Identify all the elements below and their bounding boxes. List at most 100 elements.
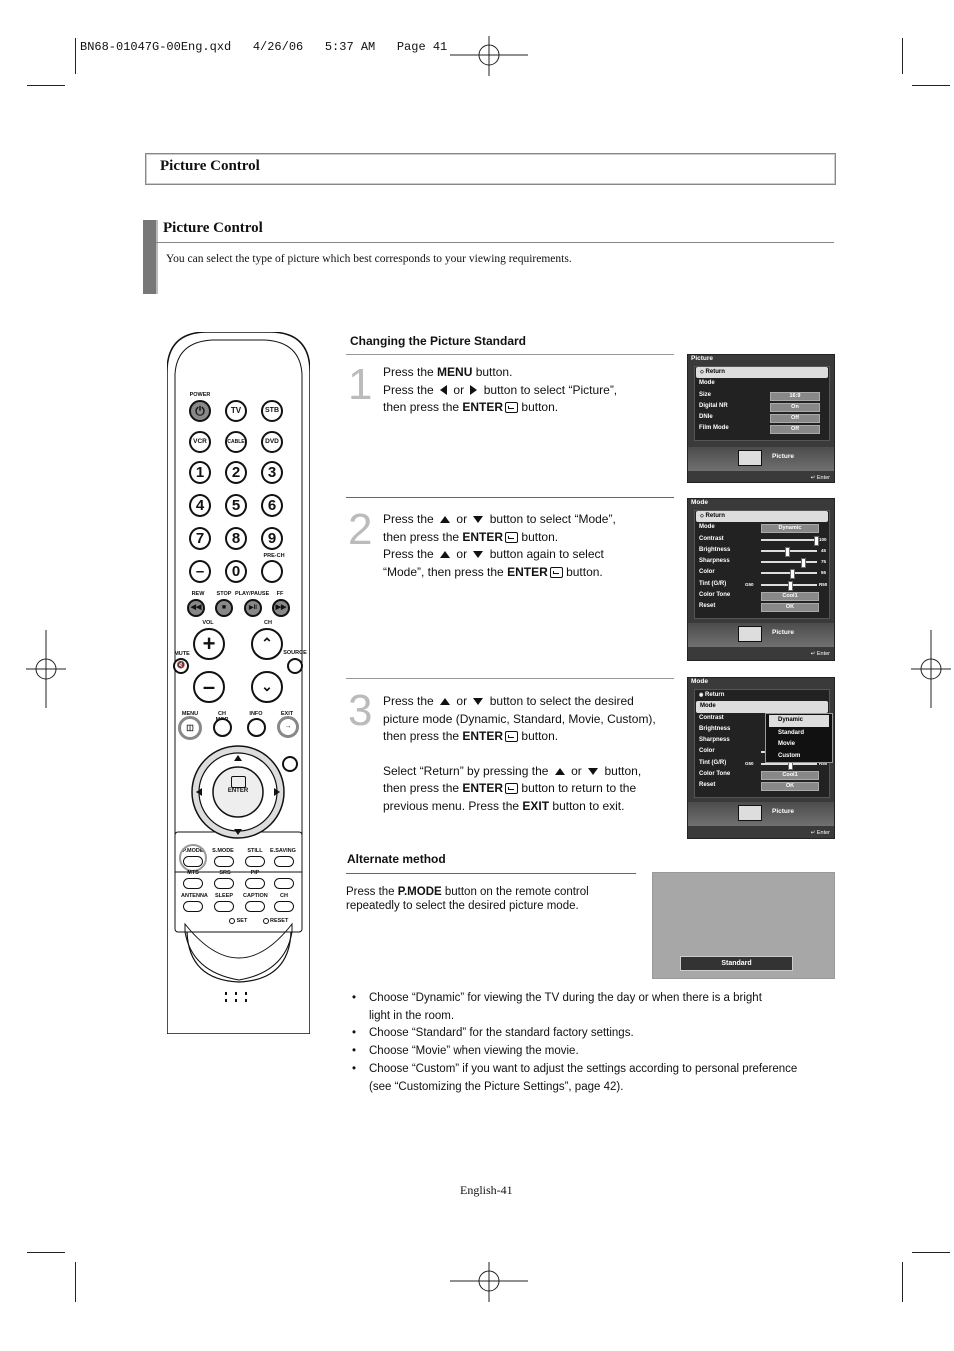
set-button[interactable]: [229, 918, 235, 924]
mode-options-popup: Dynamic Standard Movie Custom: [765, 713, 833, 763]
option-custom: Custom: [778, 752, 801, 759]
reset-button[interactable]: [263, 918, 269, 924]
osd-title: Picture: [691, 355, 714, 362]
osd-row-mode: Mode: [699, 380, 715, 387]
standard-mode-banner: Standard: [680, 956, 793, 971]
source-button[interactable]: [287, 658, 303, 674]
page-number: English-41: [460, 1183, 513, 1197]
menu-button[interactable]: ◫: [178, 716, 202, 740]
crop-mark: [27, 1252, 65, 1253]
list-item-continuation: light in the room.: [369, 1009, 455, 1022]
volume-down-button[interactable]: –: [193, 671, 225, 703]
step-number: 3: [348, 686, 373, 735]
enter-icon: [505, 402, 519, 414]
print-header: BN68-01047G-00Eng.qxd 4/26/06 5:37 AM Pa…: [80, 40, 448, 54]
tv-button[interactable]: TV: [225, 400, 247, 422]
digit-1-button[interactable]: 1: [189, 461, 211, 484]
power-button[interactable]: ⏻: [189, 400, 211, 422]
exit-button[interactable]: →: [277, 716, 299, 738]
mts-button[interactable]: [183, 878, 203, 889]
list-item: Choose “Dynamic” for viewing the TV duri…: [352, 990, 797, 1008]
still-button[interactable]: [245, 856, 265, 867]
volume-up-button[interactable]: +: [193, 628, 225, 660]
pip-button[interactable]: [245, 878, 265, 889]
enter-icon: [505, 531, 519, 543]
enter-icon: [230, 776, 246, 788]
pip-ch-down-button[interactable]: [274, 901, 294, 912]
pre-ch-button[interactable]: [261, 560, 283, 583]
list-item: Choose “Movie” when viewing the movie.: [352, 1043, 797, 1061]
down-arrow-icon: [473, 516, 484, 524]
digit-8-button[interactable]: 8: [225, 527, 247, 550]
cable-button[interactable]: CABLE: [225, 431, 247, 453]
standard-mode-screen: Standard: [652, 872, 835, 979]
digit-6-button[interactable]: 6: [261, 494, 283, 517]
esaving-button[interactable]: [274, 856, 294, 867]
digit-9-button[interactable]: 9: [261, 527, 283, 550]
digit-3-button[interactable]: 3: [261, 461, 283, 484]
osd-title: Mode: [691, 678, 708, 685]
digit-2-button[interactable]: 2: [225, 461, 247, 484]
stb-button[interactable]: STB: [261, 400, 283, 422]
channel-down-button[interactable]: ⌄: [251, 671, 283, 703]
dash-button[interactable]: –: [189, 560, 211, 583]
enter-icon: [549, 566, 563, 578]
stop-button[interactable]: ■: [215, 599, 233, 617]
down-arrow-icon: [473, 698, 484, 706]
vcr-button[interactable]: VCR: [189, 431, 211, 453]
play-pause-button[interactable]: ▶II: [244, 599, 262, 617]
tv-icon: [738, 450, 762, 466]
pmode-button[interactable]: [183, 856, 203, 867]
fast-forward-button[interactable]: ▶▶: [272, 599, 290, 617]
info-button[interactable]: [247, 718, 266, 737]
digit-7-button[interactable]: 7: [189, 527, 211, 550]
digit-4-button[interactable]: 4: [189, 494, 211, 517]
caption-button[interactable]: [245, 901, 265, 912]
section-title: Picture Control: [163, 220, 263, 236]
antenna-button[interactable]: [183, 901, 203, 912]
smode-button[interactable]: [214, 856, 234, 867]
step-3-text: Press the or button to select the desire…: [383, 694, 656, 813]
osd-row-sharpness: Sharpness: [699, 737, 730, 744]
alternate-heading: Alternate method: [347, 852, 446, 866]
mode-notes-list: Choose “Dynamic” for viewing the TV duri…: [352, 990, 797, 1096]
digit-0-button[interactable]: 0: [225, 560, 247, 583]
up-arrow-icon: [440, 698, 451, 706]
enter-button[interactable]: ENTER: [218, 774, 258, 810]
rewind-button[interactable]: ◀◀: [187, 599, 205, 617]
alternate-divider: [346, 873, 636, 874]
section-divider: [156, 242, 834, 243]
mute-button[interactable]: 🔇: [173, 658, 189, 674]
ch-mgr-button[interactable]: [213, 718, 232, 737]
list-item: Choose “Standard” for the standard facto…: [352, 1025, 797, 1043]
sleep-button[interactable]: [214, 901, 234, 912]
crop-mark: [912, 85, 950, 86]
osd-title: Mode: [691, 499, 708, 506]
registration-mark-bottom: [450, 1262, 528, 1302]
option-dynamic: Dynamic: [769, 715, 829, 727]
srs-button[interactable]: [214, 878, 234, 889]
light-button[interactable]: [282, 756, 298, 772]
osd-row-brightness: Brightness: [699, 725, 731, 732]
step-divider: [346, 497, 674, 498]
channel-up-button[interactable]: ⌃: [251, 628, 283, 660]
registration-mark-top: [450, 36, 528, 76]
chapter-title: Picture Control: [160, 158, 260, 174]
pip-ch-up-button[interactable]: [274, 878, 294, 889]
list-item: Choose “Custom” if you want to adjust th…: [352, 1061, 797, 1079]
remote-control-illustration: POWER ⏻ TV STB VCR CABLE DVD 1 2 3 4 5 6…: [167, 332, 310, 1034]
step-divider: [346, 354, 674, 355]
dvd-button[interactable]: DVD: [261, 431, 283, 453]
left-arrow-icon: [440, 385, 448, 396]
digit-5-button[interactable]: 5: [225, 494, 247, 517]
osd-mode-popup-menu: Mode ◉ Return Mode Contrast Brightness S…: [687, 677, 835, 839]
